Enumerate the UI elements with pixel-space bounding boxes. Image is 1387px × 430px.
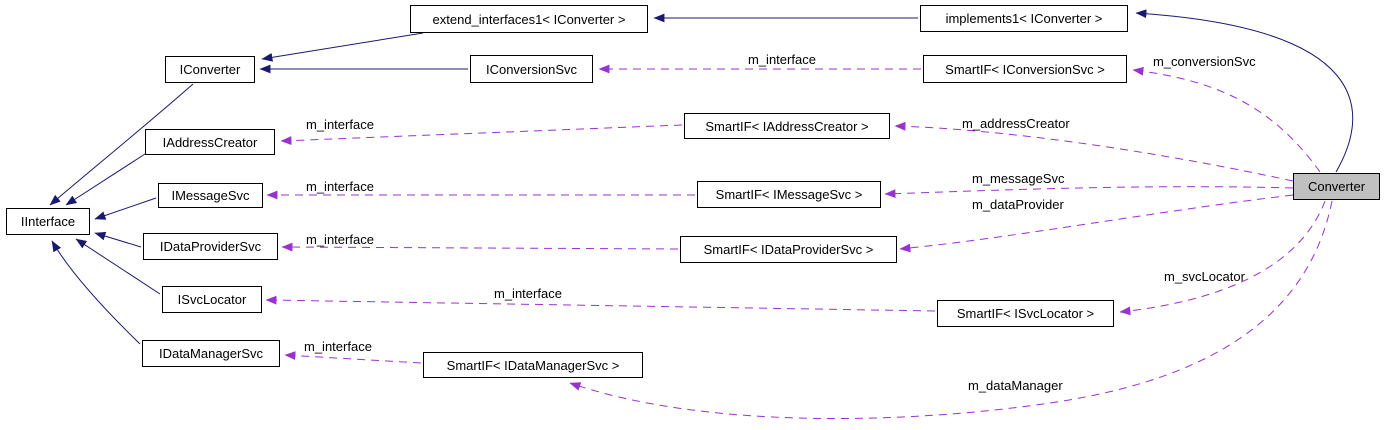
edge-label-m-dataprovider: m_dataProvider	[972, 197, 1064, 212]
edge-label-m-datamanager: m_dataManager	[968, 378, 1063, 393]
edge-converter-to-smartif-imessagesvc	[884, 186, 1294, 199]
edge-imessagesvc-to-iinterface	[94, 197, 157, 220]
node-smartif-idatamanagersvc[interactable]: SmartIF< IDataManagerSvc >	[423, 352, 643, 378]
edge-label-m-conversionsvc: m_conversionSvc	[1153, 54, 1256, 69]
edge-label-m-interface-dataprovidersvc: m_interface	[306, 232, 374, 247]
node-smartif-isvclocator[interactable]: SmartIF< ISvcLocator >	[937, 300, 1114, 327]
node-isvclocator[interactable]: ISvcLocator	[162, 286, 262, 313]
edge-label-m-svclocator: m_svcLocator	[1164, 269, 1245, 284]
edge-extend-interfaces1-to-iconverter	[261, 32, 424, 62]
edge-iaddresscreator-to-iinterface	[65, 153, 146, 206]
edge-label-m-interface-conversionsvc: m_interface	[748, 52, 816, 67]
node-converter-focus[interactable]: Converter	[1293, 173, 1380, 200]
node-iinterface[interactable]: IInterface	[6, 208, 90, 235]
node-smartif-imessagesvc[interactable]: SmartIF< IMessageSvc >	[697, 181, 881, 208]
node-iconverter[interactable]: IConverter	[165, 56, 255, 83]
edge-label-m-interface-messagesvc: m_interface	[306, 179, 374, 194]
node-idatamanagersvc[interactable]: IDataManagerSvc	[142, 340, 280, 367]
node-extend-interfaces1[interactable]: extend_interfaces1< IConverter >	[410, 5, 648, 33]
edge-smartif-iaddresscreator-to-iaddresscreator	[280, 124, 683, 145]
node-iaddresscreator[interactable]: IAddressCreator	[145, 129, 275, 155]
node-idataprovidersvc[interactable]: IDataProviderSvc	[143, 233, 278, 260]
edge-converter-to-smartif-idatamanagersvc	[569, 200, 1333, 420]
node-smartif-iconversionsvc[interactable]: SmartIF< IConversionSvc >	[923, 55, 1127, 83]
edge-converter-to-implements1	[1135, 9, 1354, 173]
edge-smartif-idataprovidersvc-to-idataprovidersvc	[281, 242, 679, 252]
node-smartif-idataprovidersvc[interactable]: SmartIF< IDataProviderSvc >	[680, 236, 897, 263]
edge-isvclocator-to-iinterface	[75, 238, 161, 295]
node-implements1[interactable]: implements1< IConverter >	[920, 5, 1128, 32]
node-imessagesvc[interactable]: IMessageSvc	[158, 183, 263, 208]
node-iconversionsvc[interactable]: IConversionSvc	[470, 55, 593, 83]
edge-label-m-addresscreator: m_addressCreator	[962, 116, 1070, 131]
edge-smartif-idatamanagersvc-to-idatamanagersvc	[284, 351, 422, 364]
edge-converter-to-smartif-iaddresscreator	[894, 121, 1294, 182]
edge-label-m-messagesvc: m_messageSvc	[972, 171, 1065, 186]
edge-converter-to-smartif-idataprovidersvc	[899, 194, 1294, 253]
edge-smartif-isvclocator-to-isvclocator	[265, 295, 936, 312]
edge-idatamanagersvc-to-iinterface	[51, 240, 141, 345]
edge-label-m-interface-svclocator: m_interface	[494, 286, 562, 301]
edge-idataprovidersvc-to-iinterface	[94, 231, 142, 248]
edge-iconverter-to-iinterface	[49, 83, 194, 206]
edge-label-m-interface-datamanagersvc: m_interface	[304, 339, 372, 354]
edge-label-m-interface-addresscreator: m_interface	[306, 117, 374, 132]
node-smartif-iaddresscreator[interactable]: SmartIF< IAddressCreator >	[684, 113, 890, 139]
edge-converter-to-smartif-isvclocator	[1119, 200, 1326, 316]
edge-converter-to-smartif-iconversionsvc	[1132, 66, 1321, 173]
